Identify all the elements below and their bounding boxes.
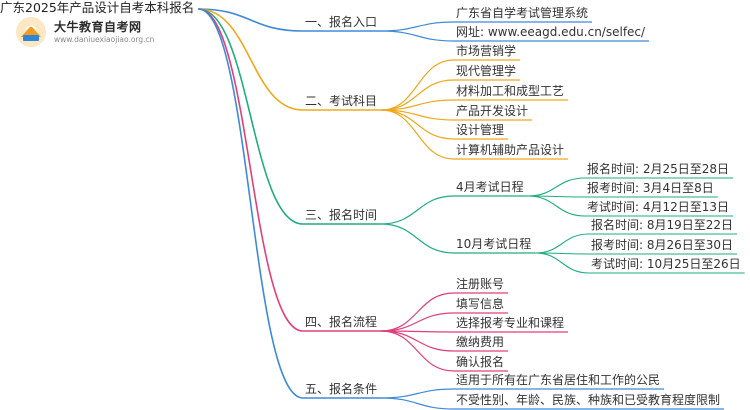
leaf-node: 报考时间: 8月26日至30日 <box>591 238 734 252</box>
leaf-node: 不受性别、年龄、民族、种族和已受教育程度限制 <box>456 393 721 407</box>
leaf-node: 报名时间: 2月25日至28日 <box>587 162 730 176</box>
branch-registration-entry: 一、报名入口 <box>305 15 378 29</box>
leaf-connector <box>381 330 455 372</box>
leaf-node: 考试时间: 10月25日至26日 <box>591 257 741 271</box>
leaf-node: 选择报考专业和课程 <box>456 316 565 330</box>
leaf-node: 缴纳费用 <box>456 335 505 349</box>
leaf-node: 考试时间: 4月12日至13日 <box>587 200 730 214</box>
leaf-node: 填写信息 <box>456 297 505 311</box>
branch-connector <box>198 8 304 32</box>
leaf-connector <box>381 388 455 399</box>
leaf-connector <box>381 195 455 225</box>
root-topic: 广东2025年产品设计自考本科报名 <box>0 0 195 15</box>
leaf-node: 报考时间: 3月4日至8日 <box>587 181 714 195</box>
leaf-connector <box>381 59 455 111</box>
leaf-connector <box>381 21 455 32</box>
leaf-connector <box>527 177 586 197</box>
brand-logo: 大牛教育自考网 www.daniuexiaojiao.org.cn <box>14 14 154 50</box>
branch-exam-subjects: 二、考试科目 <box>305 94 378 108</box>
leaf-node: 市场营销学 <box>456 44 517 58</box>
leaf-node: 材料加工和成型工艺 <box>456 84 565 98</box>
leaf-connector <box>381 292 455 332</box>
leaf-node: 注册账号 <box>456 277 505 291</box>
leaf-connector <box>381 223 455 254</box>
branch-registration-process: 四、报名流程 <box>305 315 378 329</box>
leaf-node: 确认报名 <box>456 355 505 369</box>
leaf-connector <box>381 30 455 42</box>
brand-url: www.daniuexiaojiao.org.cn <box>54 34 155 44</box>
leaf-node: 广东省自学考试管理系统 <box>456 6 589 20</box>
leaf-connector <box>381 330 455 352</box>
leaf-node: 设计管理 <box>456 123 505 137</box>
book-icon <box>16 17 46 47</box>
leaf-connector <box>381 79 455 111</box>
leaf-connector <box>535 233 590 254</box>
leaf-node: 网址: www.eeagd.edu.cn/selfec/ <box>456 25 646 39</box>
leaf-node: 计算机辅助产品设计 <box>456 143 565 157</box>
sub-branch-april-schedule: 4月考试日程 <box>456 180 524 194</box>
branch-connector <box>198 8 304 225</box>
leaf-connector <box>535 252 590 274</box>
leaf-node: 报名时间: 8月19日至22日 <box>591 218 734 232</box>
leaf-node: 产品开发设计 <box>456 104 529 118</box>
branch-registration-time: 三、报名时间 <box>305 208 378 222</box>
branch-connector <box>198 8 304 399</box>
sub-branch-october-schedule: 10月考试日程 <box>456 237 532 251</box>
leaf-node: 适用于所有在广东省居住和工作的公民 <box>456 373 661 387</box>
branch-registration-conditions: 五、报名条件 <box>305 382 378 396</box>
leaf-connector <box>381 312 455 332</box>
leaf-connector <box>381 397 455 410</box>
leaf-connector <box>381 109 455 160</box>
branch-connector <box>198 8 304 111</box>
brand-name: 大牛教育自考网 <box>54 19 142 34</box>
branch-connector <box>198 8 304 332</box>
leaf-connector <box>527 195 586 217</box>
leaf-connector <box>381 99 455 111</box>
leaf-node: 现代管理学 <box>456 64 517 78</box>
